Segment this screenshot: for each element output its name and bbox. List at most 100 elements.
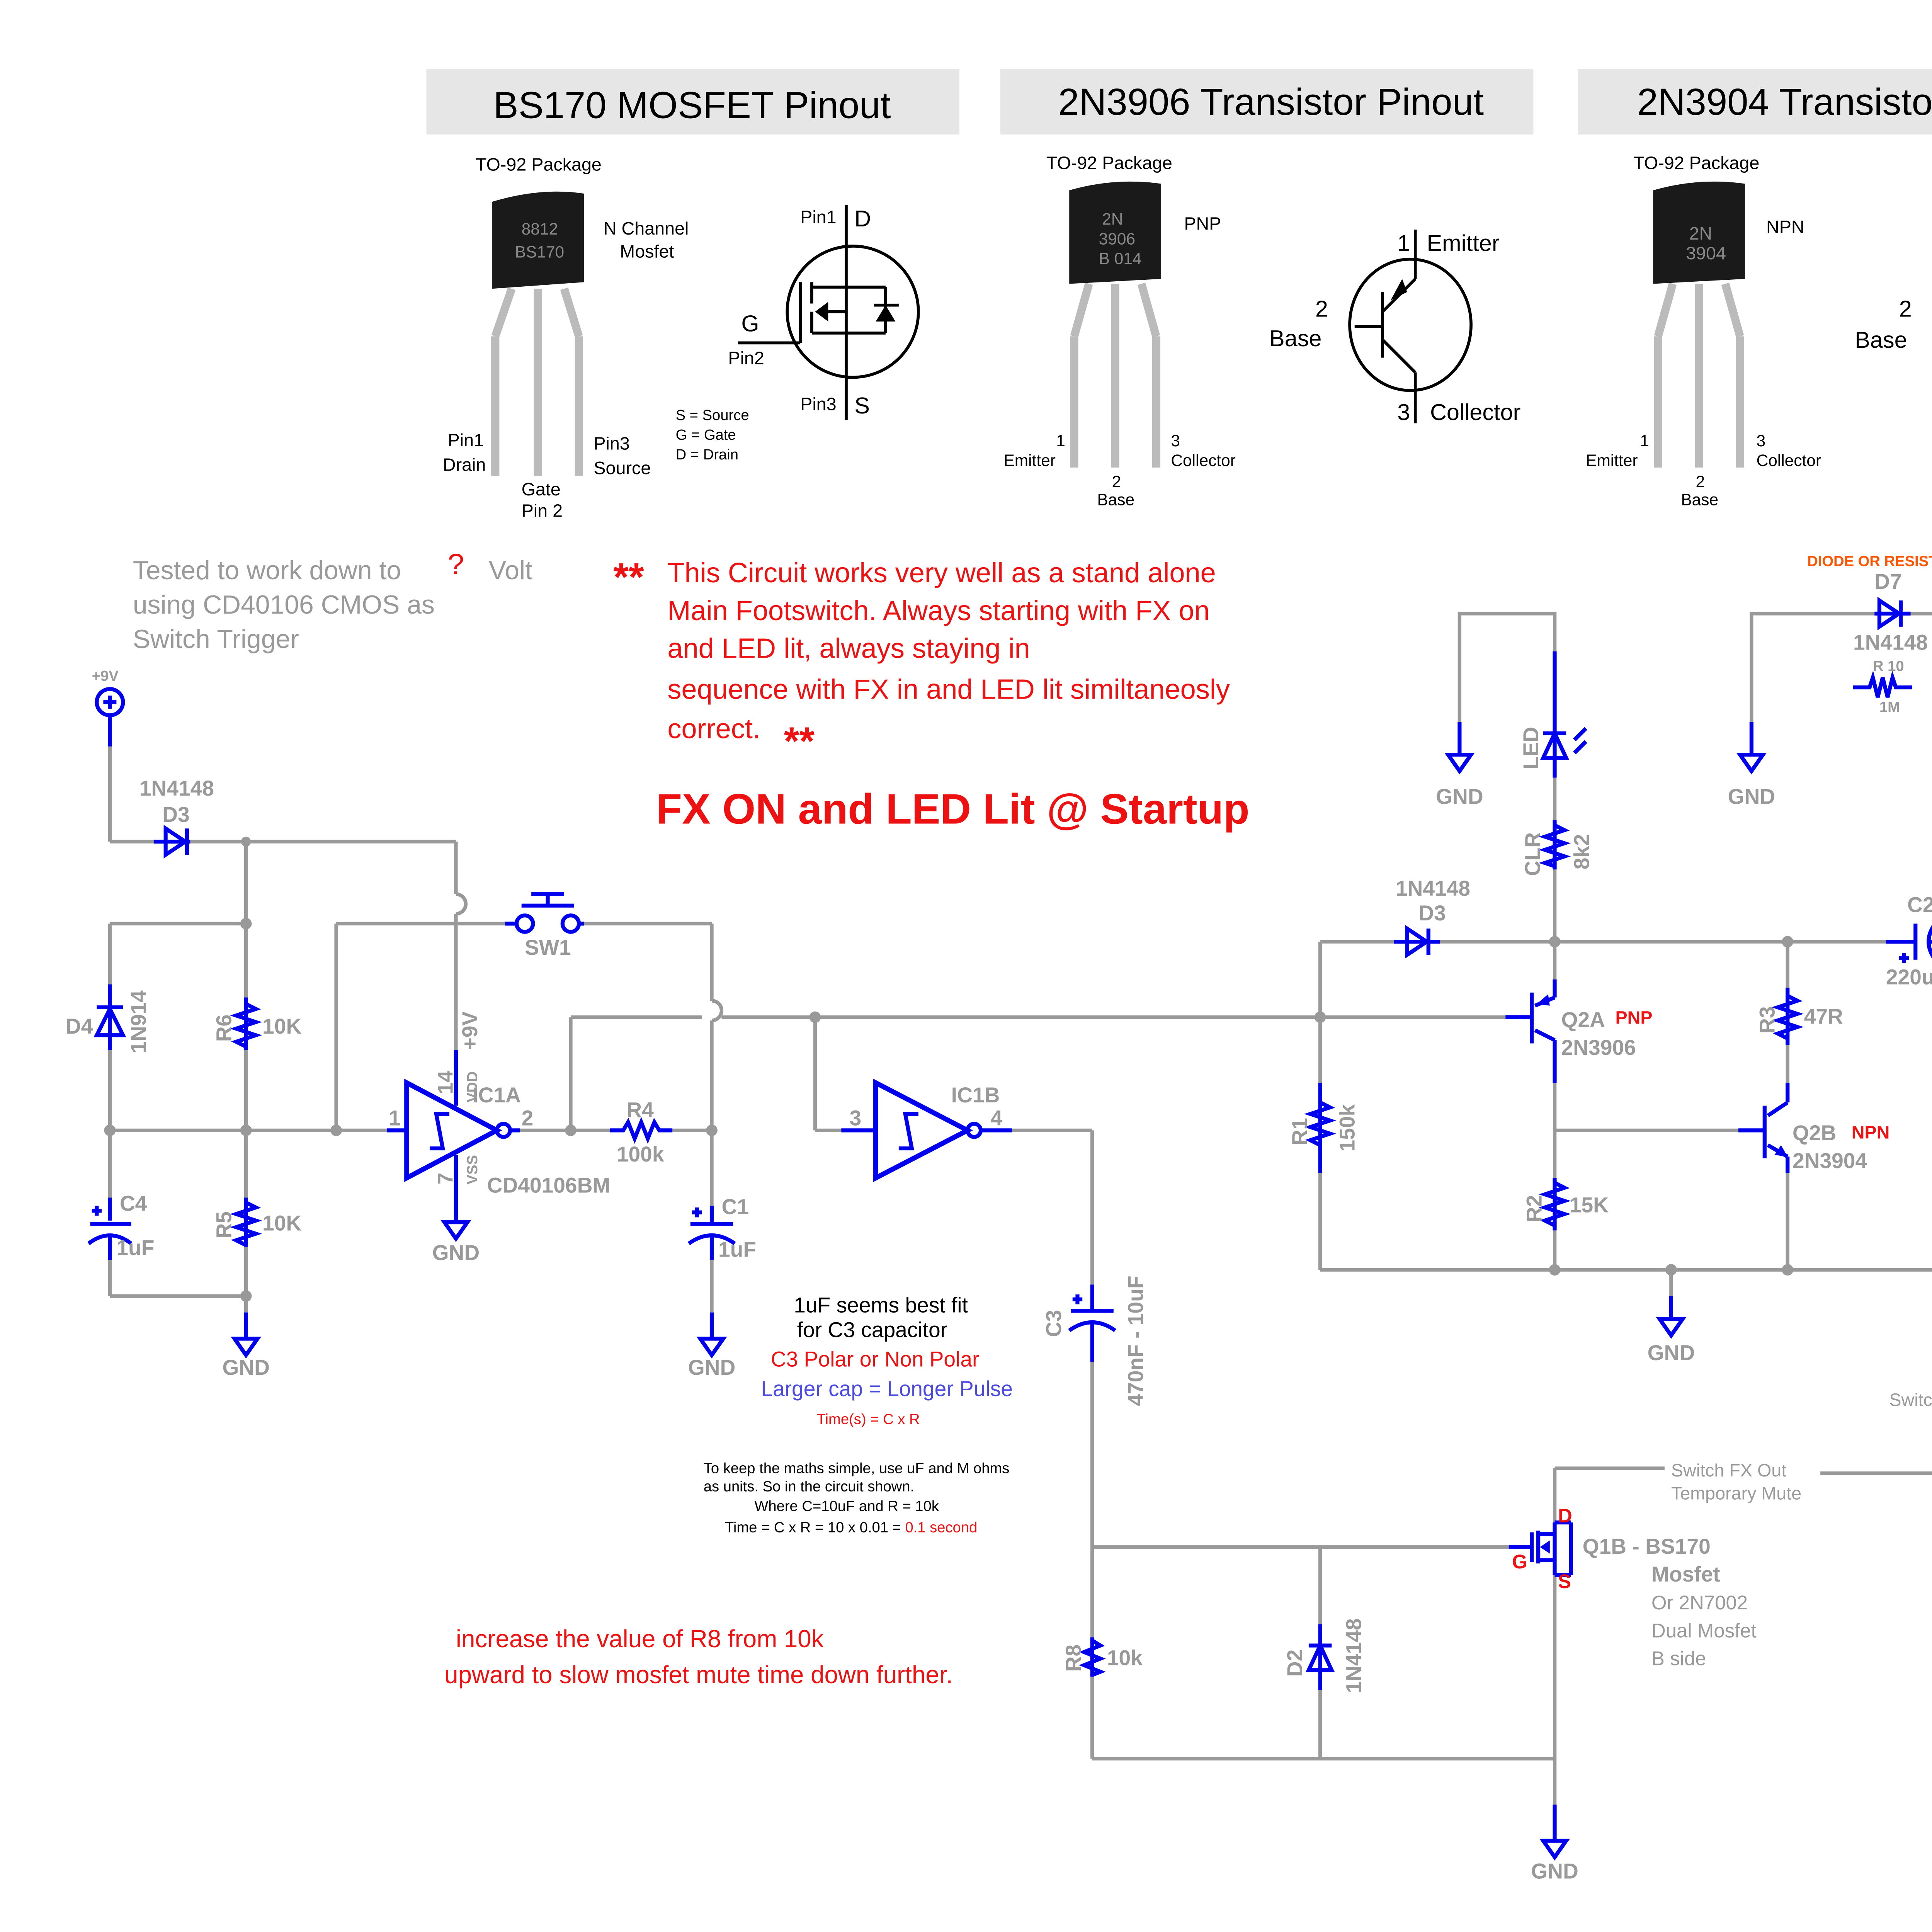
c3-value: 470nF - 10uF: [1124, 1276, 1148, 1406]
headline: FX ON and LED Lit @ Startup: [656, 785, 1250, 833]
r1-ref: R1: [1288, 1118, 1312, 1145]
r5-ref: R5: [212, 1211, 236, 1239]
r6-ref: R6: [212, 1015, 236, 1042]
capacitor-c3: C3 470nF - 10uF: [1042, 1276, 1148, 1406]
2n3906-banner: [1000, 69, 1534, 135]
r8-note-line1: increase the value of R8 from 10k: [456, 1625, 824, 1653]
q2b-part: 2N3904: [1793, 1149, 1867, 1173]
supply-9v: +9V: [92, 668, 125, 718]
ic1a-vdd-pin: 14: [433, 1070, 457, 1094]
maths-line3: Where C=10uF and R = 10k: [754, 1498, 939, 1514]
bs170-pinout: BS170 MOSFET Pinout TO-92 Package 8812 B…: [426, 69, 959, 520]
2n3906-leg1-num: 1: [1056, 432, 1065, 450]
2n3906-body-line1: 2N: [1102, 210, 1123, 228]
to92-package-icon: [1653, 181, 1745, 468]
c2-ref: C2: [1907, 893, 1932, 917]
note-line4: sequence with FX in and LED lit similtan…: [667, 674, 1230, 705]
resistor-r10: R 10 1M: [1853, 658, 1912, 716]
d4-part: 1N914: [127, 990, 151, 1053]
sw1-ref: SW1: [525, 935, 571, 959]
note-stars-open: **: [613, 555, 644, 599]
gnd-label: GND: [1436, 784, 1483, 808]
bs170-body-line1: 8812: [522, 220, 558, 238]
c3-note-line2: for C3 capacitor: [797, 1318, 947, 1342]
ic1a-supply: +9V: [458, 1011, 482, 1050]
q1b-pin-g: G: [1512, 1551, 1527, 1573]
bs170-pin2-name: Gate: [522, 479, 561, 499]
2n3906-leg2-num: 2: [1112, 473, 1121, 491]
bs170-pin1: Pin1: [448, 430, 484, 450]
bs170-sym-d: D: [854, 206, 871, 231]
q1b-line2: Mosfet: [1651, 1562, 1720, 1586]
ic1a-vss: VSS: [464, 1155, 481, 1184]
2n3906-type: PNP: [1184, 213, 1221, 233]
bs170-pin3: Pin3: [594, 433, 629, 453]
r6-value: 10K: [262, 1014, 301, 1038]
c3-note-pulse: Larger cap = Longer Pulse: [761, 1377, 1013, 1401]
c3-note-formula: Time(s) = C x R: [817, 1411, 920, 1427]
2n3906-leg3-num: 3: [1171, 432, 1180, 450]
q1b-switch-line1: Switch FX Out: [1671, 1460, 1786, 1480]
c1-value: 1uF: [718, 1237, 756, 1261]
led-label: LED: [1519, 727, 1543, 769]
ground-gnd5: GND: [1728, 722, 1776, 808]
resistor-r3: R3 47R: [1755, 987, 1843, 1045]
2n3904-title: 2N3904 Transistor Pinout: [1637, 81, 1932, 123]
maths-line2: as units. So in the circuit shown.: [704, 1478, 914, 1495]
note-line5: correct.: [667, 714, 760, 745]
bs170-sym-s: S: [854, 393, 870, 418]
2n3904-leg1-name: Emitter: [1586, 451, 1638, 469]
resistor-r5: R5 10K: [212, 1197, 301, 1247]
r4-ref: R4: [626, 1098, 654, 1122]
bs170-sym-pin1: Pin1: [800, 207, 836, 227]
schmitt-inverter-ic1a: 1 2 14 VDD +9V IC1A 7 VSS CD40106BM: [387, 1011, 611, 1197]
resistor-clr: CLR 8k2: [1520, 820, 1594, 876]
bs170-banner: [426, 69, 959, 135]
ic1a-part: CD40106BM: [487, 1173, 611, 1197]
tested-volt: Volt: [489, 556, 532, 585]
diode-d4: D4 1N914: [66, 984, 151, 1053]
2n3904-type: NPN: [1766, 217, 1804, 237]
q1b-line3: Or 2N7002: [1651, 1592, 1748, 1614]
bs170-sym-g: G: [741, 311, 759, 337]
q2b-type: NPN: [1852, 1122, 1890, 1143]
2n3904-sym-base-num: 2: [1899, 296, 1912, 321]
ic1b-in-pin: 3: [850, 1106, 862, 1130]
2n3906-sym-bot-num: 3: [1397, 399, 1410, 425]
2n3904-leg3-num: 3: [1757, 432, 1766, 450]
gnd-label: GND: [1531, 1859, 1578, 1883]
r8-note: increase the value of R8 from 10k upward…: [444, 1625, 953, 1689]
bs170-package: TO-92 Package: [476, 155, 602, 175]
d2-ref: D2: [1283, 1650, 1307, 1677]
mosfet-symbol-icon: [738, 205, 920, 420]
note-line2: Main Footswitch. Always starting with FX…: [667, 595, 1209, 626]
c2-value: 220uF: [1886, 965, 1932, 989]
ic1a-out-pin: 2: [522, 1106, 534, 1130]
tested-question: ?: [448, 548, 464, 581]
ground-gnd7: GND: [1648, 1296, 1695, 1365]
capacitor-c2: C2 220uF: [1886, 893, 1932, 989]
resistor-r4: R4 100k: [610, 1098, 673, 1166]
2n3904-sym-base: Base: [1855, 327, 1907, 353]
diode-d3-center: 1N4148 D3: [1394, 876, 1470, 959]
q1b-line4: Dual Mosfet: [1651, 1619, 1757, 1641]
c4-ref: C4: [120, 1191, 147, 1215]
2n3904-leg2-name: Base: [1681, 491, 1718, 509]
note-stars-close: **: [784, 719, 815, 763]
r8-note-line2: upward to slow mosfet mute time down fur…: [444, 1661, 953, 1689]
c3-note-line1: 1uF seems best fit: [794, 1293, 968, 1317]
ground-gnd4: GND: [1436, 722, 1483, 808]
resistor-r2: R2 15K: [1522, 1178, 1609, 1231]
bs170-title: BS170 MOSFET Pinout: [493, 84, 891, 126]
diode-d7: DIODE OR RESISTOR D7 1N4148: [1807, 553, 1932, 655]
r10-value: 1M: [1879, 699, 1900, 716]
ic1a-in-pin: 1: [389, 1106, 401, 1130]
tested-line3: Switch Trigger: [133, 625, 299, 654]
gnd-label: GND: [1728, 784, 1776, 808]
bs170-type-line1: N Channel: [604, 218, 689, 238]
r4-value: 100k: [617, 1142, 664, 1166]
d4-ref: D4: [66, 1014, 93, 1038]
switch-sw1[interactable]: SW1: [505, 892, 584, 959]
2n3904-leg2-num: 2: [1696, 473, 1705, 491]
r5-value: 10K: [262, 1211, 301, 1235]
